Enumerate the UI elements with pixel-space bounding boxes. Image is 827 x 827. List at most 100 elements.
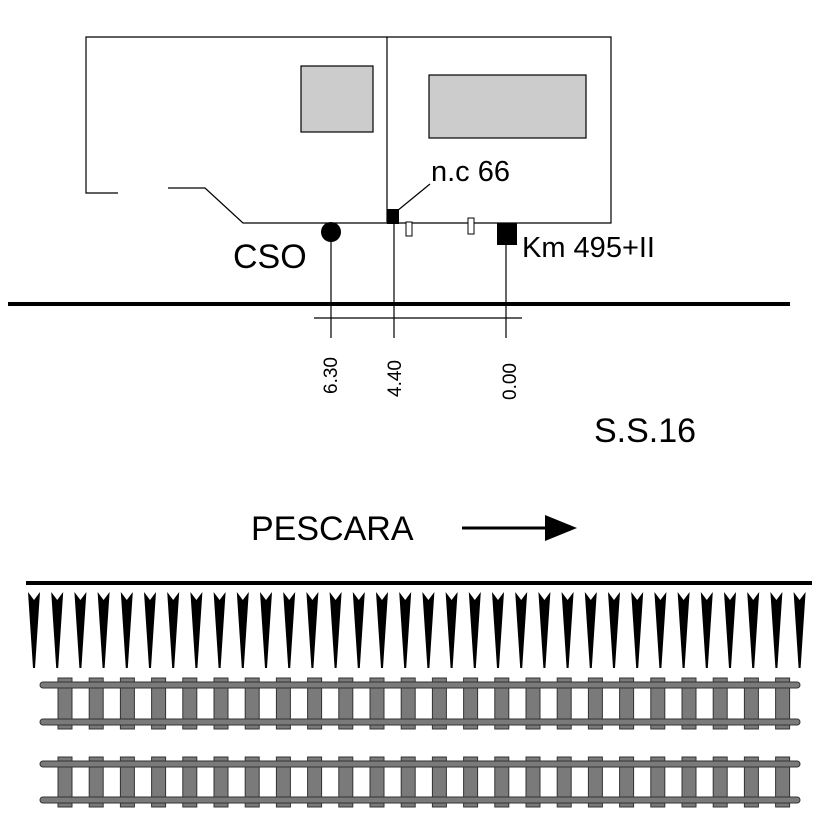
spike-shape: [329, 592, 342, 668]
spike-shape: [399, 592, 412, 668]
track-sleeper: [275, 677, 291, 730]
track-rail: [39, 718, 801, 726]
dimension-lines: [314, 224, 522, 338]
filled-square-icon: [497, 223, 517, 245]
track-sleeper: [463, 756, 479, 808]
dimension-label-civic: 4.40: [385, 360, 406, 397]
track-sleeper: [119, 677, 135, 730]
track-sleeper: [338, 756, 354, 808]
spike-shape: [515, 592, 528, 668]
dimension-label-cso: 6.30: [321, 357, 342, 394]
track-sleeper: [587, 756, 603, 808]
track-sleeper: [57, 677, 73, 730]
track-sleeper: [400, 756, 416, 808]
track-sleeper: [119, 756, 135, 808]
civic-number-marker: [387, 209, 399, 224]
track-rail: [39, 796, 801, 804]
spike-shape: [167, 592, 180, 668]
track-sleeper: [369, 756, 385, 808]
track-sleeper: [494, 756, 510, 808]
track-sleeper: [743, 756, 759, 808]
spike-shape: [306, 592, 319, 668]
track-sleeper: [151, 756, 167, 808]
window-left: [300, 65, 374, 133]
civic-number-leader: [396, 183, 431, 212]
spike-shape: [97, 592, 110, 668]
spike-shape: [608, 592, 620, 668]
spike-shape: [352, 592, 365, 668]
track-sleeper: [775, 756, 791, 808]
track-sleeper: [775, 677, 791, 730]
track-sleeper: [88, 756, 104, 808]
track-sleeper: [431, 677, 447, 730]
track-sleeper: [307, 677, 323, 730]
track-sleeper: [556, 756, 572, 808]
track-sleeper: [619, 756, 635, 808]
spike-shape: [561, 592, 574, 668]
window-right: [428, 74, 587, 139]
track-sleeper: [88, 677, 104, 730]
track-sleeper: [650, 677, 666, 730]
spike-shape: [120, 592, 133, 668]
track-sleeper: [743, 677, 759, 730]
track-rail: [39, 760, 801, 768]
arrow-right-icon: [462, 515, 577, 541]
spike-shape: [492, 592, 504, 668]
track-sleeper: [619, 677, 635, 730]
building-left-outline: [85, 36, 387, 194]
km-marker-label: Km 495+II: [522, 232, 655, 264]
spike-shape: [283, 592, 296, 668]
track-sleeper: [525, 677, 541, 730]
spike-shape: [747, 592, 760, 668]
spike-shape: [677, 592, 690, 668]
track-sleeper: [463, 677, 479, 730]
track-sleeper: [57, 756, 73, 808]
track-sleeper: [244, 756, 260, 808]
track-sleeper: [338, 677, 354, 730]
track-sleeper: [182, 677, 198, 730]
cso-label: CSO: [233, 238, 307, 276]
spike-shape: [724, 592, 736, 668]
spike-shape: [770, 592, 783, 668]
track-rail: [39, 681, 801, 689]
spike-shape: [422, 592, 435, 668]
track-sleeper: [712, 677, 728, 730]
spike-shape: [74, 592, 87, 668]
spike-shape: [51, 592, 64, 668]
track-sleeper: [681, 756, 697, 808]
spike-shape: [260, 592, 272, 668]
fence-spikes: [28, 592, 806, 668]
door-marker-2: [467, 217, 475, 235]
spike-shape: [468, 592, 481, 668]
track-sleeper: [556, 677, 572, 730]
track-sleeper: [525, 756, 541, 808]
spike-shape: [213, 592, 226, 668]
track-sleeper: [182, 756, 198, 808]
dimension-label-km: 0.00: [500, 363, 521, 400]
building: [85, 36, 612, 224]
track-sleeper: [494, 677, 510, 730]
spike-shape: [793, 592, 806, 668]
spike-shape: [236, 592, 249, 668]
spike-shape: [376, 592, 388, 668]
railway-tracks: [39, 677, 801, 808]
track-sleeper: [275, 756, 291, 808]
spike-shape: [190, 592, 203, 668]
track-sleeper: [431, 756, 447, 808]
spike-shape: [700, 592, 713, 668]
building-front-outline: [168, 36, 612, 224]
track-sleeper: [213, 677, 229, 730]
spike-shape: [654, 592, 667, 668]
track-sleeper: [587, 677, 603, 730]
filled-circle-icon: [321, 222, 341, 242]
road-label: S.S.16: [594, 412, 696, 450]
track-sleeper: [151, 677, 167, 730]
track-sleeper: [681, 677, 697, 730]
track-sleeper: [213, 756, 229, 808]
spike-shape: [631, 592, 644, 668]
direction-label: PESCARA: [251, 510, 414, 548]
track-sleeper: [650, 756, 666, 808]
track-sleeper: [400, 677, 416, 730]
spike-shape: [144, 592, 156, 668]
